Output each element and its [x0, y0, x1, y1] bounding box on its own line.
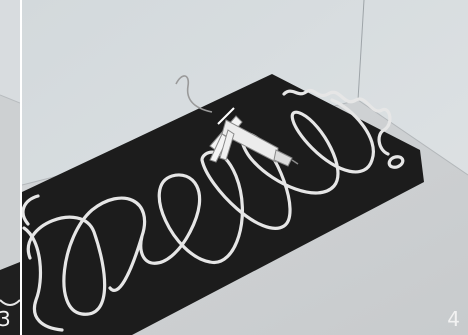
- previous-step-panel: 3: [0, 0, 20, 335]
- previous-step-illustration: [0, 0, 20, 335]
- current-step-panel: 4: [22, 0, 468, 335]
- previous-step-number: 3: [0, 307, 11, 331]
- current-step-number: 4: [447, 307, 460, 331]
- floor-heating-illustration: [22, 0, 468, 335]
